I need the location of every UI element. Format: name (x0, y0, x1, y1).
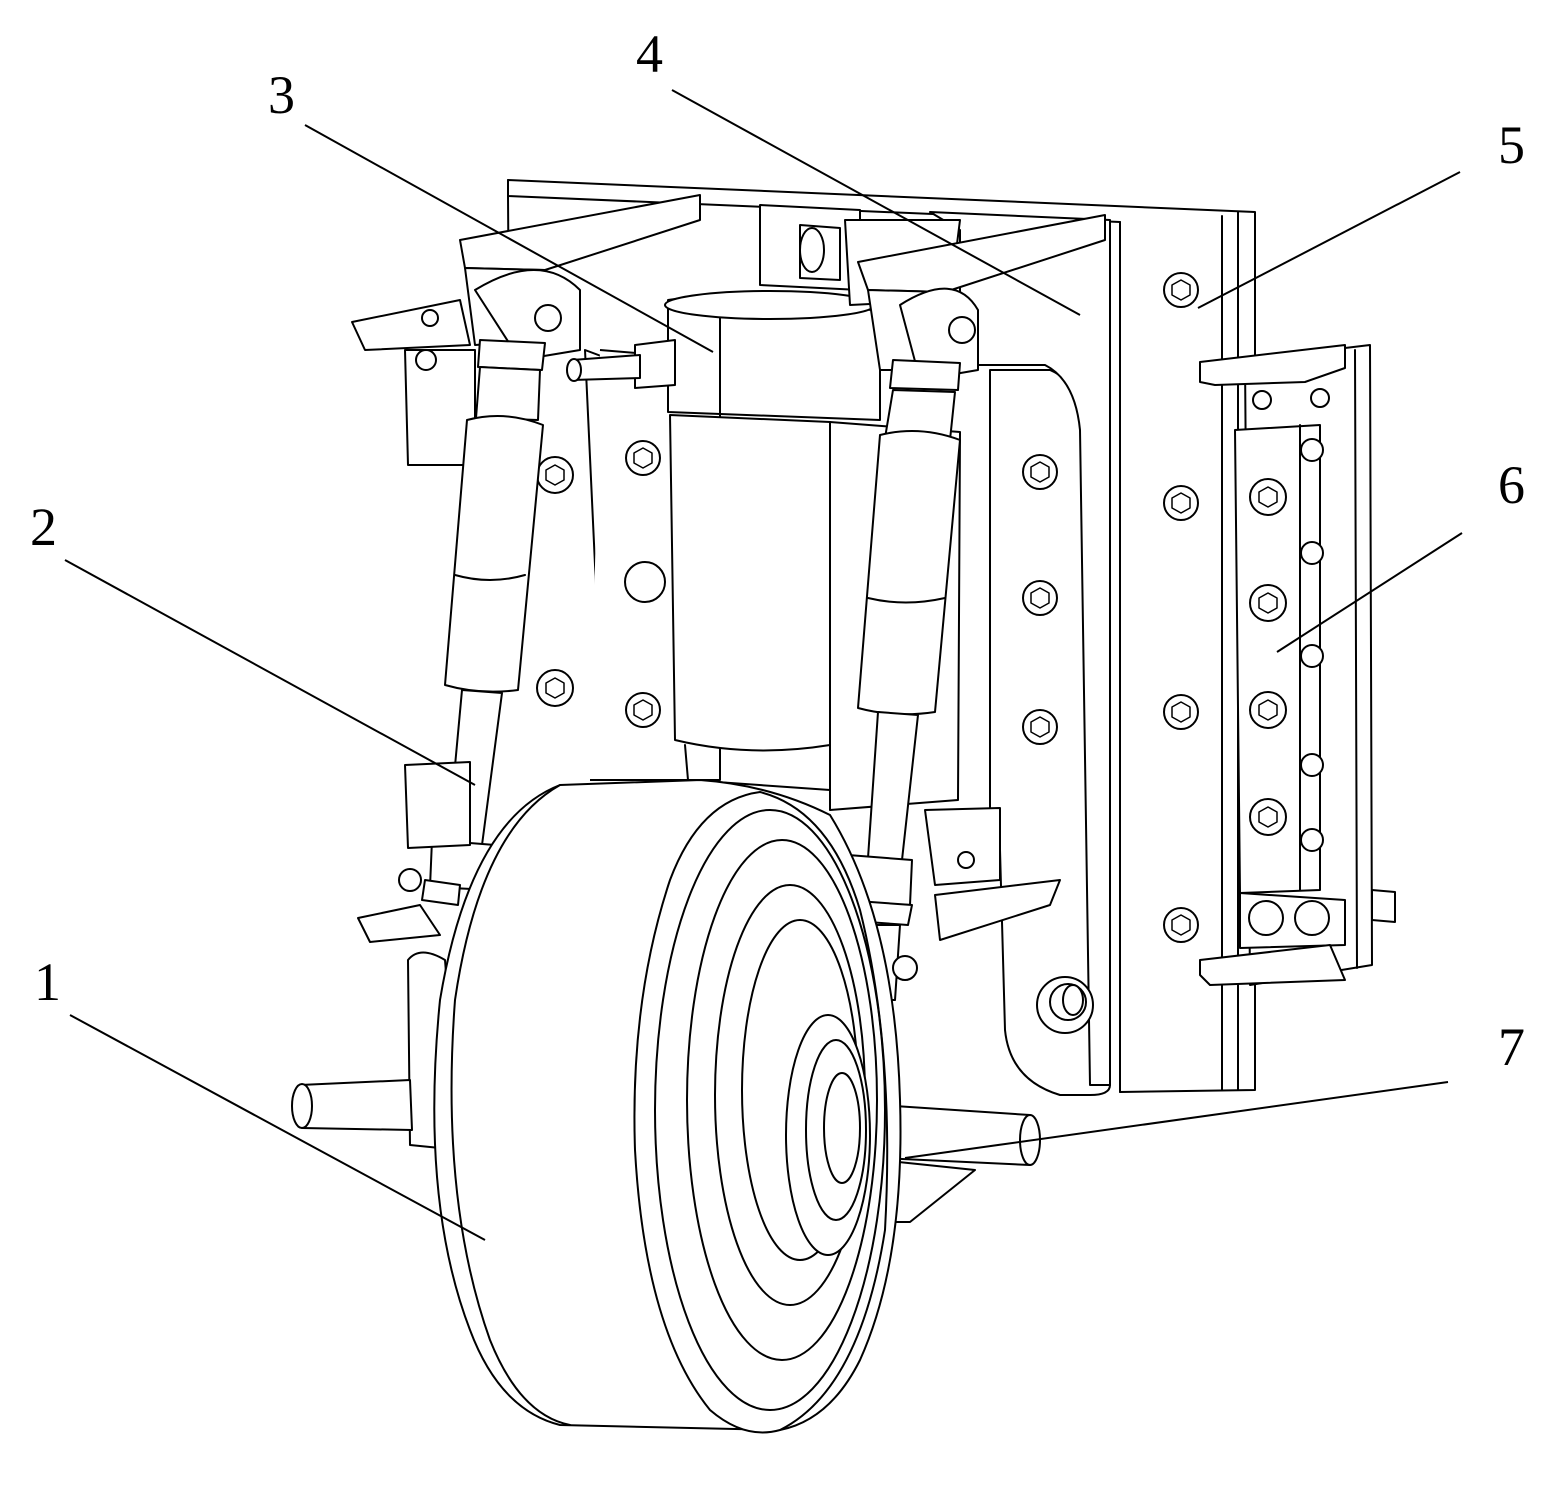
side-rail-assembly (1199, 344, 1396, 986)
leader-line-4 (671, 89, 1081, 316)
callout-3: 3 (268, 65, 295, 125)
leader-line-2 (64, 559, 476, 786)
leader-line-3 (304, 124, 714, 353)
leader-line-7 (904, 1081, 1449, 1159)
callout-6: 6 (1498, 455, 1525, 515)
callout-labels: 1 2 3 4 5 6 7 (30, 24, 1525, 1077)
plate-bolts (1163, 272, 1199, 943)
left-top-mount (351, 194, 701, 466)
callout-5: 5 (1498, 115, 1525, 175)
callout-7: 7 (1498, 1017, 1525, 1077)
leader-line-1 (69, 1014, 486, 1241)
leader-line-6 (1276, 532, 1463, 653)
leader-line-5 (1197, 171, 1461, 309)
right-top-mount (857, 214, 1106, 381)
wheel (433, 779, 902, 1434)
leader-lines (64, 89, 1463, 1241)
axle-shaft (879, 1104, 1041, 1223)
callout-1: 1 (34, 952, 61, 1012)
callout-2: 2 (30, 497, 57, 557)
callout-4: 4 (636, 24, 663, 84)
